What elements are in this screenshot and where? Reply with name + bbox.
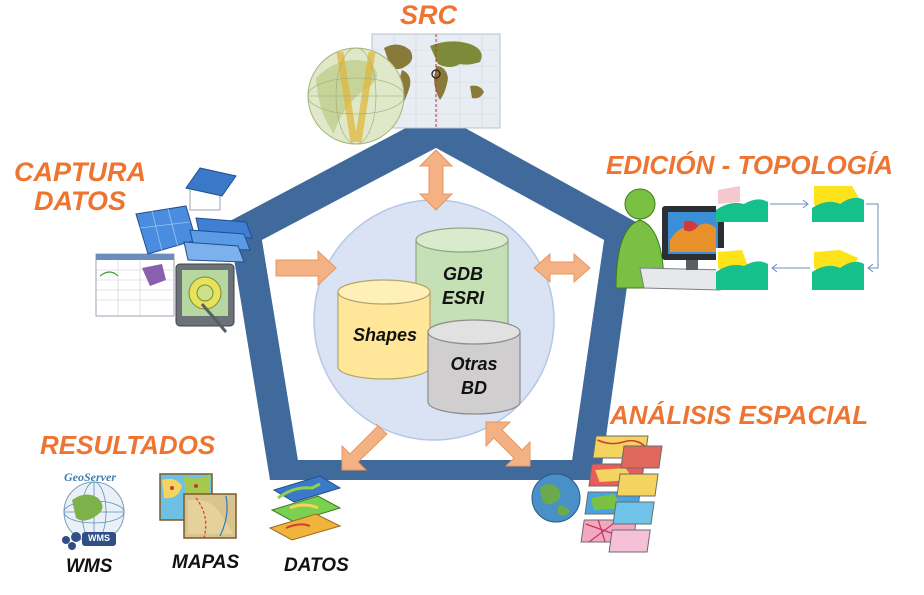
label-src: SRC bbox=[400, 0, 458, 30]
geoserver-logo-text: GeoServer bbox=[64, 470, 116, 484]
resultados-icons bbox=[62, 473, 342, 550]
label-mapas: MAPAS bbox=[172, 552, 240, 573]
topology-tile-2 bbox=[812, 184, 864, 222]
shapes-cylinder bbox=[337, 279, 431, 380]
label-datos: DATOS bbox=[284, 555, 349, 576]
captura-datos-icons bbox=[95, 167, 253, 333]
topology-tile-4 bbox=[812, 248, 864, 290]
analisis-espacial-icons bbox=[531, 435, 663, 553]
arrow-src-double bbox=[418, 149, 454, 211]
topology-tile-3 bbox=[716, 248, 768, 290]
label-otras-bd: Otras BD bbox=[450, 354, 498, 398]
label-captura-datos: CAPTURA DATOS bbox=[14, 157, 146, 216]
src-globe-map-icon bbox=[307, 33, 501, 145]
topology-tile-1 bbox=[716, 186, 768, 222]
arrow-captura bbox=[275, 249, 337, 287]
label-analisis-espacial: ANÁLISIS ESPACIAL bbox=[610, 400, 869, 430]
label-gdb-esri: GDB ESRI bbox=[441, 264, 484, 308]
arrow-analisis-double bbox=[485, 421, 531, 467]
arrow-resultados bbox=[341, 423, 388, 471]
edicion-topologia-icons bbox=[615, 184, 879, 291]
label-edicion-topologia: EDICIÓN - TOPOLOGÍA bbox=[606, 150, 893, 180]
wms-badge-text: WMS bbox=[88, 533, 110, 543]
label-wms: WMS bbox=[66, 556, 113, 577]
label-shapes: Shapes bbox=[352, 325, 418, 345]
label-resultados: RESULTADOS bbox=[40, 430, 216, 460]
otras-bd-cylinder bbox=[427, 319, 521, 415]
arrow-edicion-double bbox=[533, 252, 591, 284]
